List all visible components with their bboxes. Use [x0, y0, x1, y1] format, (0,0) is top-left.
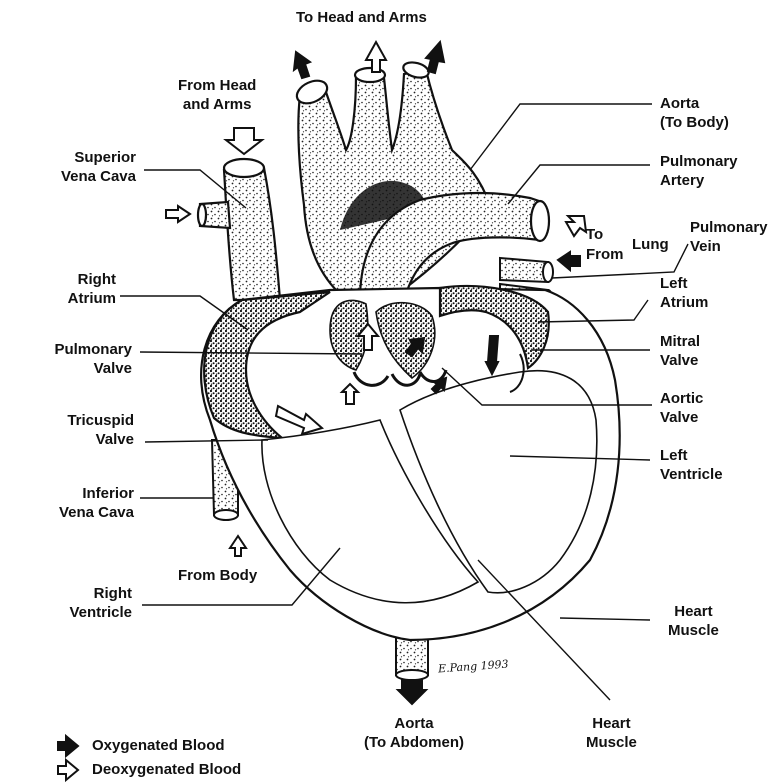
hollow-arrow-icon: [226, 128, 262, 154]
hollow-arrow-icon: [566, 216, 586, 236]
legend-label-deoxygenated: Deoxygenated Blood: [92, 760, 241, 780]
solid-arrow-icon: [398, 680, 426, 704]
legend-label-oxygenated: Oxygenated Blood: [92, 736, 225, 756]
label-to: To: [586, 225, 603, 244]
label-aorta-to-body: Aorta(To Body): [660, 94, 729, 132]
label-aorta-to-abdomen: Aorta(To Abdomen): [358, 714, 470, 752]
solid-arrow-icon: [294, 52, 310, 78]
solid-arrow-icon: [426, 42, 444, 73]
label-from: From: [586, 245, 624, 264]
legend: Oxygenated Blood Deoxygenated Blood: [56, 734, 241, 782]
label-to-head-and-arms: To Head and Arms: [296, 8, 427, 27]
label-from-body: From Body: [178, 566, 257, 585]
superior-vena-cava-vessel: [198, 159, 280, 300]
solid-arrow-icon: [558, 252, 580, 270]
hollow-arrow-icon: [230, 536, 246, 556]
hollow-arrow-icon: [166, 206, 190, 222]
legend-item-deoxygenated: Deoxygenated Blood: [56, 758, 241, 782]
legend-item-oxygenated: Oxygenated Blood: [56, 734, 241, 758]
label-lung: Lung: [632, 235, 669, 254]
